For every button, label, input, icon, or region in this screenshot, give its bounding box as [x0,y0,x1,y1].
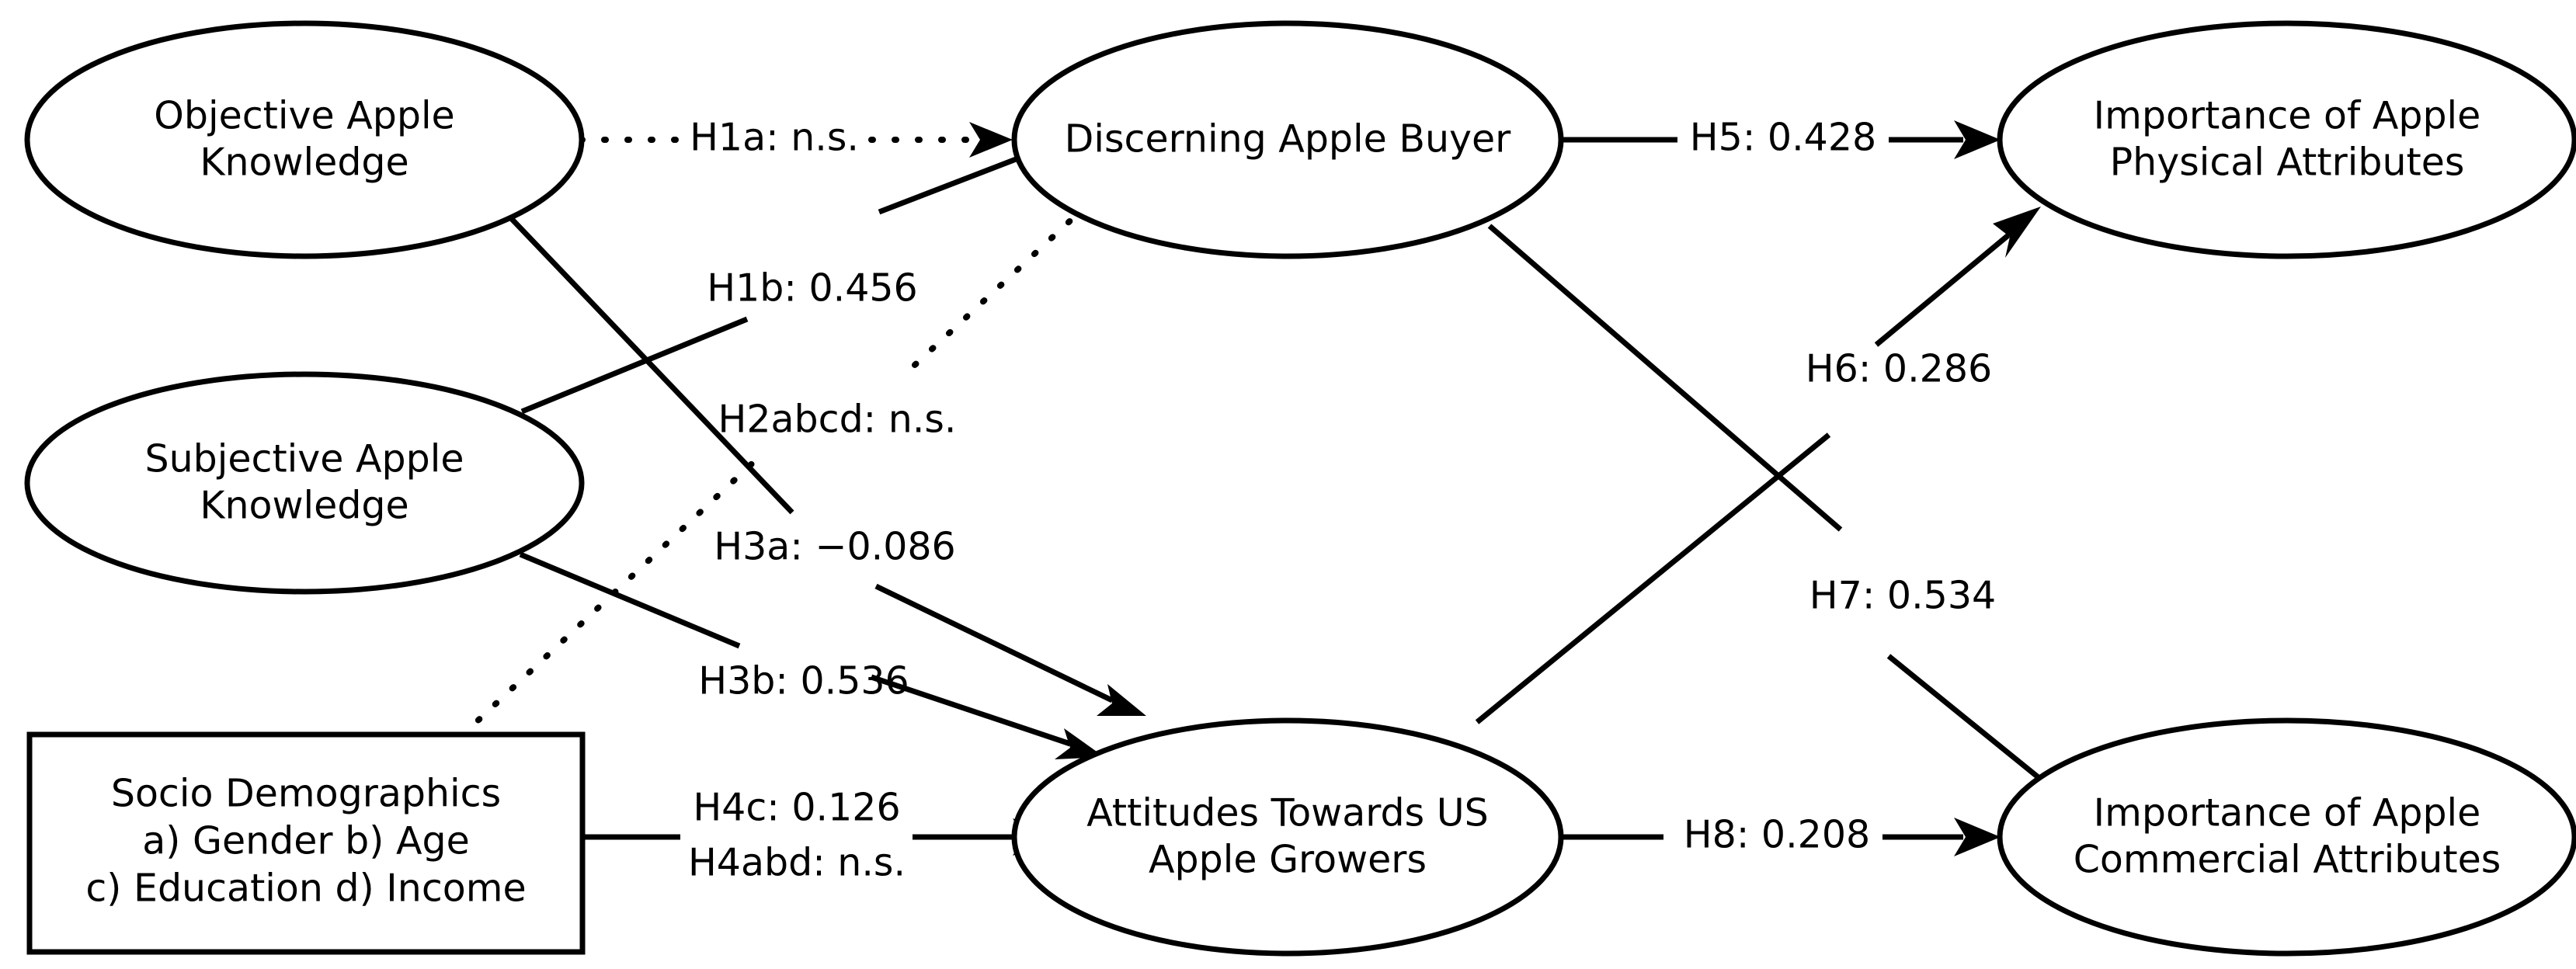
node-importance-of-apple-physical-attributes[interactable]: Importance of Apple Physical Attributes [1997,20,2576,259]
node-objective-apple-knowledge[interactable]: Objective Apple Knowledge [24,20,585,259]
edge-label-h6: H6: 0.286 [1806,347,1992,391]
edge-h1b-line-left [520,316,749,415]
node-attitudes-line-2: Apple Growers [1149,838,1427,882]
edge-h5: H5: 0.428 [1561,116,2001,160]
node-importance-commercial-ellipse[interactable] [1997,717,2576,957]
edge-h6: H6: 0.286 [1475,207,2041,724]
edge-h7: H7: 0.534 [1487,224,2114,840]
edge-h2abcd-line-lower [458,453,763,739]
node-objective-apple-knowledge-line-2: Knowledge [200,141,408,185]
arrowhead-h3b [1055,728,1104,759]
node-objective-apple-knowledge-ellipse[interactable] [24,20,585,259]
edge-label-h5: H5: 0.428 [1690,116,1876,160]
edge-h8: H8: 0.208 [1561,813,2001,857]
edge-h3b: H3b: 0.536 [519,551,1104,759]
node-importance-of-apple-commercial-attributes[interactable]: Importance of Apple Commercial Attribute… [1997,717,2576,957]
node-subjective-apple-knowledge[interactable]: Subjective Apple Knowledge [24,371,585,595]
edge-h7-line-upper [1487,224,1843,532]
edge-h3a-line-lower [874,583,1114,703]
edge-h3a-line-upper [492,198,794,515]
node-importance-physical-line-1: Importance of Apple [2094,94,2481,138]
node-importance-commercial-line-1: Importance of Apple [2094,791,2481,835]
node-attitudes-towards-us-apple-growers[interactable]: Attitudes Towards US Apple Growers [1011,717,1564,957]
edge-label-h8: H8: 0.208 [1684,813,1870,857]
edge-label-h7: H7: 0.534 [1809,574,1996,618]
node-subjective-apple-knowledge-ellipse[interactable] [24,371,585,595]
node-socio-demographics-line-1: Socio Demographics [111,772,501,816]
arrowhead-h1a [969,122,1013,158]
node-discerning-apple-buyer[interactable]: Discerning Apple Buyer [1011,20,1564,259]
arrowhead-h3a [1097,684,1146,716]
edge-h2abcd-line-upper [912,191,1102,368]
node-socio-demographics[interactable]: Socio Demographics a) Gender b) Age c) E… [26,731,586,955]
edge-label-h2abcd: H2abcd: n.s. [718,398,956,442]
arrowhead-h8 [1954,818,2001,856]
node-subjective-apple-knowledge-line-2: Knowledge [200,484,408,528]
node-discerning-apple-buyer-line-1: Discerning Apple Buyer [1065,117,1512,162]
edge-h1b: H1b: 0.456 [520,130,1087,415]
node-subjective-apple-knowledge-line-1: Subjective Apple [145,437,464,481]
node-importance-physical-ellipse[interactable] [1997,20,2576,259]
node-objective-apple-knowledge-line-1: Objective Apple [154,94,454,138]
node-socio-demographics-line-3: c) Education d) Income [85,867,526,911]
edge-label-h4abd: H4abd: n.s. [688,841,906,885]
edge-h4: H4c: 0.126 H4abd: n.s. [584,786,1058,885]
edge-label-h1a: H1a: n.s. [690,116,859,160]
edge-h3b-line-right [870,674,1072,747]
edge-label-h1b: H1b: 0.456 [707,266,918,311]
node-attitudes-line-1: Attitudes Towards US [1086,791,1488,835]
node-socio-demographics-line-2: a) Gender b) Age [142,819,469,863]
node-attitudes-towards-us-apple-growers-ellipse[interactable] [1011,717,1564,957]
edge-h3b-line-left [519,551,741,649]
edge-label-h4c: H4c: 0.126 [693,786,900,830]
edge-h1a: H1a: n.s. [578,116,1013,160]
edge-h6-line-lower [1475,432,1831,724]
node-importance-commercial-line-2: Commercial Attributes [2074,838,2501,882]
edge-label-h3b: H3b: 0.536 [698,659,909,703]
node-discerning-apple-buyer-ellipse[interactable] [1011,20,1564,259]
edge-h6-line-upper [1874,233,2011,347]
edge-label-h3a: H3a: −0.086 [714,525,955,569]
arrowhead-h5 [1954,120,2001,159]
node-socio-demographics-rect[interactable] [26,731,586,955]
edge-h3a: H3a: −0.086 [492,198,1146,716]
node-importance-physical-line-2: Physical Attributes [2110,141,2465,185]
arrowhead-h6 [1993,207,2041,258]
